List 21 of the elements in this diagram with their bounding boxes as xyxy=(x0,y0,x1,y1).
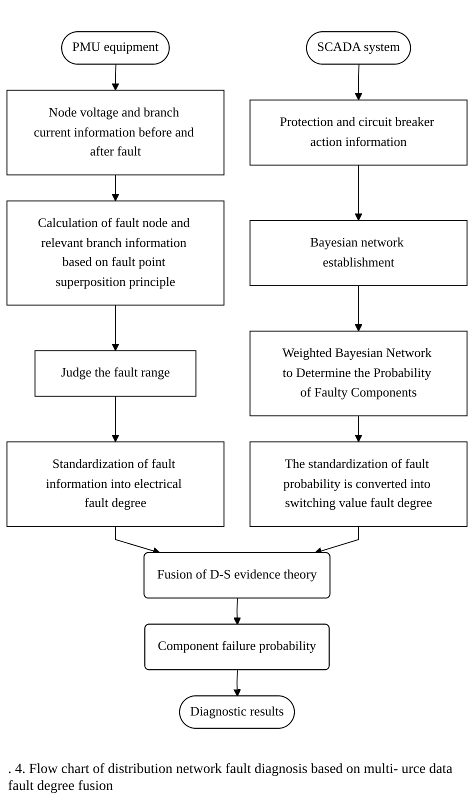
node-box: Standardization of fault information into electrical fault degree xyxy=(6,441,224,527)
arrow xyxy=(233,670,242,697)
arrow xyxy=(314,526,359,555)
node-box: Calculation of fault node and relevant branch information based on fault point superposition principle xyxy=(6,200,224,306)
arrow xyxy=(354,64,362,100)
arrow xyxy=(112,396,120,442)
figure-caption: . 4. Flow chart of distribution network fault diagnosis based on multi- urce data fault degree fusion xyxy=(7,761,454,796)
arrow xyxy=(112,64,120,91)
node-box: The standardization of fault probability is converted into switching value fault degree xyxy=(250,441,468,527)
node-box: Protection and circuit breaker action information xyxy=(250,100,468,166)
arrow xyxy=(115,526,160,555)
arrow xyxy=(233,598,242,625)
node-box: Weighted Bayesian Network to Determine the Probability of Faulty Components xyxy=(250,330,468,416)
arrow xyxy=(354,164,362,221)
arrow xyxy=(354,285,362,332)
arrow xyxy=(112,304,120,352)
node-box: Bayesian network establishment xyxy=(250,220,468,286)
arrow xyxy=(112,174,120,202)
node-box: Judge the fault range xyxy=(34,350,196,397)
arrow xyxy=(354,415,362,442)
node-box: Node voltage and branch current information before and after fault xyxy=(6,90,224,176)
